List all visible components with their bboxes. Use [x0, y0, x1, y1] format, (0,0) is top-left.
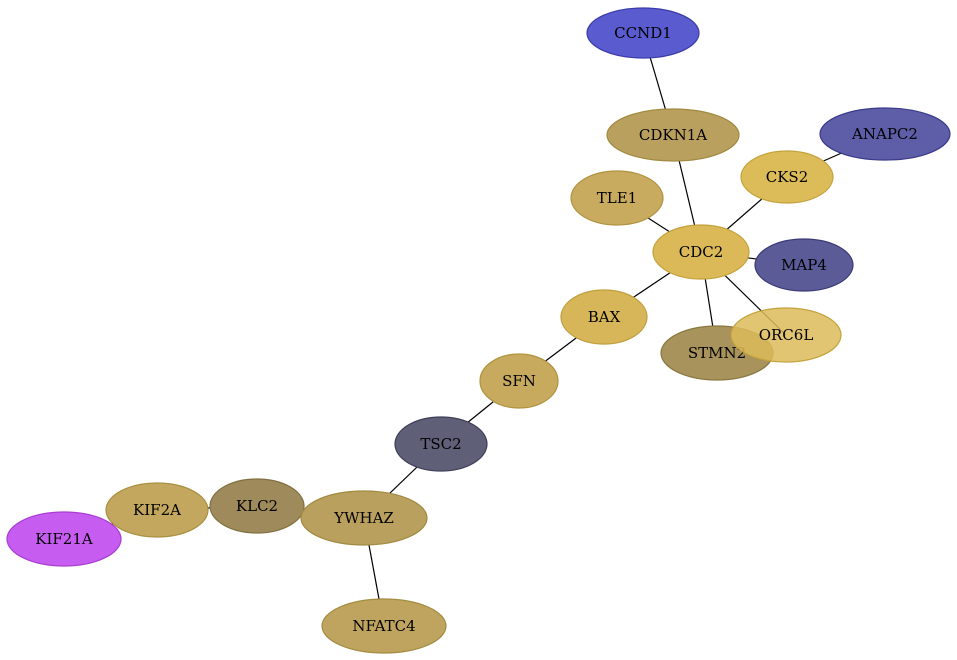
node-label-cks2: CKS2: [766, 168, 809, 186]
node-ellipse-ccnd1[interactable]: [586, 7, 700, 59]
node-bax[interactable]: BAX: [560, 289, 648, 345]
node-tsc2[interactable]: TSC2: [394, 416, 488, 472]
node-cdkn1a[interactable]: CDKN1A: [606, 108, 740, 162]
node-tle1[interactable]: TLE1: [570, 170, 664, 226]
node-ellipse-nfatc4[interactable]: [321, 598, 447, 654]
node-label-stmn2: STMN2: [688, 344, 746, 362]
node-ellipse-klc2[interactable]: [209, 478, 305, 534]
node-ellipse-sfn[interactable]: [479, 353, 559, 409]
node-anapc2[interactable]: ANAPC2: [819, 107, 951, 161]
node-ccnd1[interactable]: CCND1: [586, 7, 700, 59]
node-ellipse-cdc2[interactable]: [652, 224, 750, 280]
node-label-klc2: KLC2: [236, 497, 278, 515]
node-label-orc6l: ORC6L: [759, 326, 814, 344]
node-label-tsc2: TSC2: [420, 435, 461, 453]
node-label-ccnd1: CCND1: [614, 24, 672, 42]
node-label-nfatc4: NFATC4: [352, 617, 415, 635]
node-label-sfn: SFN: [502, 372, 536, 390]
node-label-anapc2: ANAPC2: [851, 125, 918, 143]
node-ellipse-anapc2[interactable]: [819, 107, 951, 161]
node-sfn[interactable]: SFN: [479, 353, 559, 409]
node-kif21a[interactable]: KIF21A: [6, 511, 122, 567]
node-ellipse-tle1[interactable]: [570, 170, 664, 226]
node-ellipse-tsc2[interactable]: [394, 416, 488, 472]
node-label-kif21a: KIF21A: [35, 530, 93, 548]
node-ellipse-map4[interactable]: [754, 238, 854, 292]
node-label-cdc2: CDC2: [679, 243, 724, 261]
node-orc6l[interactable]: ORC6L: [730, 307, 842, 363]
node-ellipse-ywhaz[interactable]: [300, 490, 428, 546]
node-ellipse-kif2a[interactable]: [105, 482, 209, 538]
node-ellipse-orc6l[interactable]: [730, 307, 842, 363]
node-kif2a[interactable]: KIF2A: [105, 482, 209, 538]
node-label-bax: BAX: [588, 308, 621, 326]
node-nfatc4[interactable]: NFATC4: [321, 598, 447, 654]
node-ellipse-cks2[interactable]: [740, 150, 834, 204]
node-label-kif2a: KIF2A: [133, 501, 181, 519]
node-ywhaz[interactable]: YWHAZ: [300, 490, 428, 546]
node-cdc2[interactable]: CDC2: [652, 224, 750, 280]
node-cks2[interactable]: CKS2: [740, 150, 834, 204]
node-label-cdkn1a: CDKN1A: [639, 126, 707, 144]
node-label-map4: MAP4: [781, 256, 827, 274]
node-ellipse-bax[interactable]: [560, 289, 648, 345]
node-map4[interactable]: MAP4: [754, 238, 854, 292]
node-label-ywhaz: YWHAZ: [333, 509, 394, 527]
node-label-tle1: TLE1: [597, 189, 637, 207]
node-klc2[interactable]: KLC2: [209, 478, 305, 534]
node-ellipse-cdkn1a[interactable]: [606, 108, 740, 162]
node-ellipse-kif21a[interactable]: [6, 511, 122, 567]
